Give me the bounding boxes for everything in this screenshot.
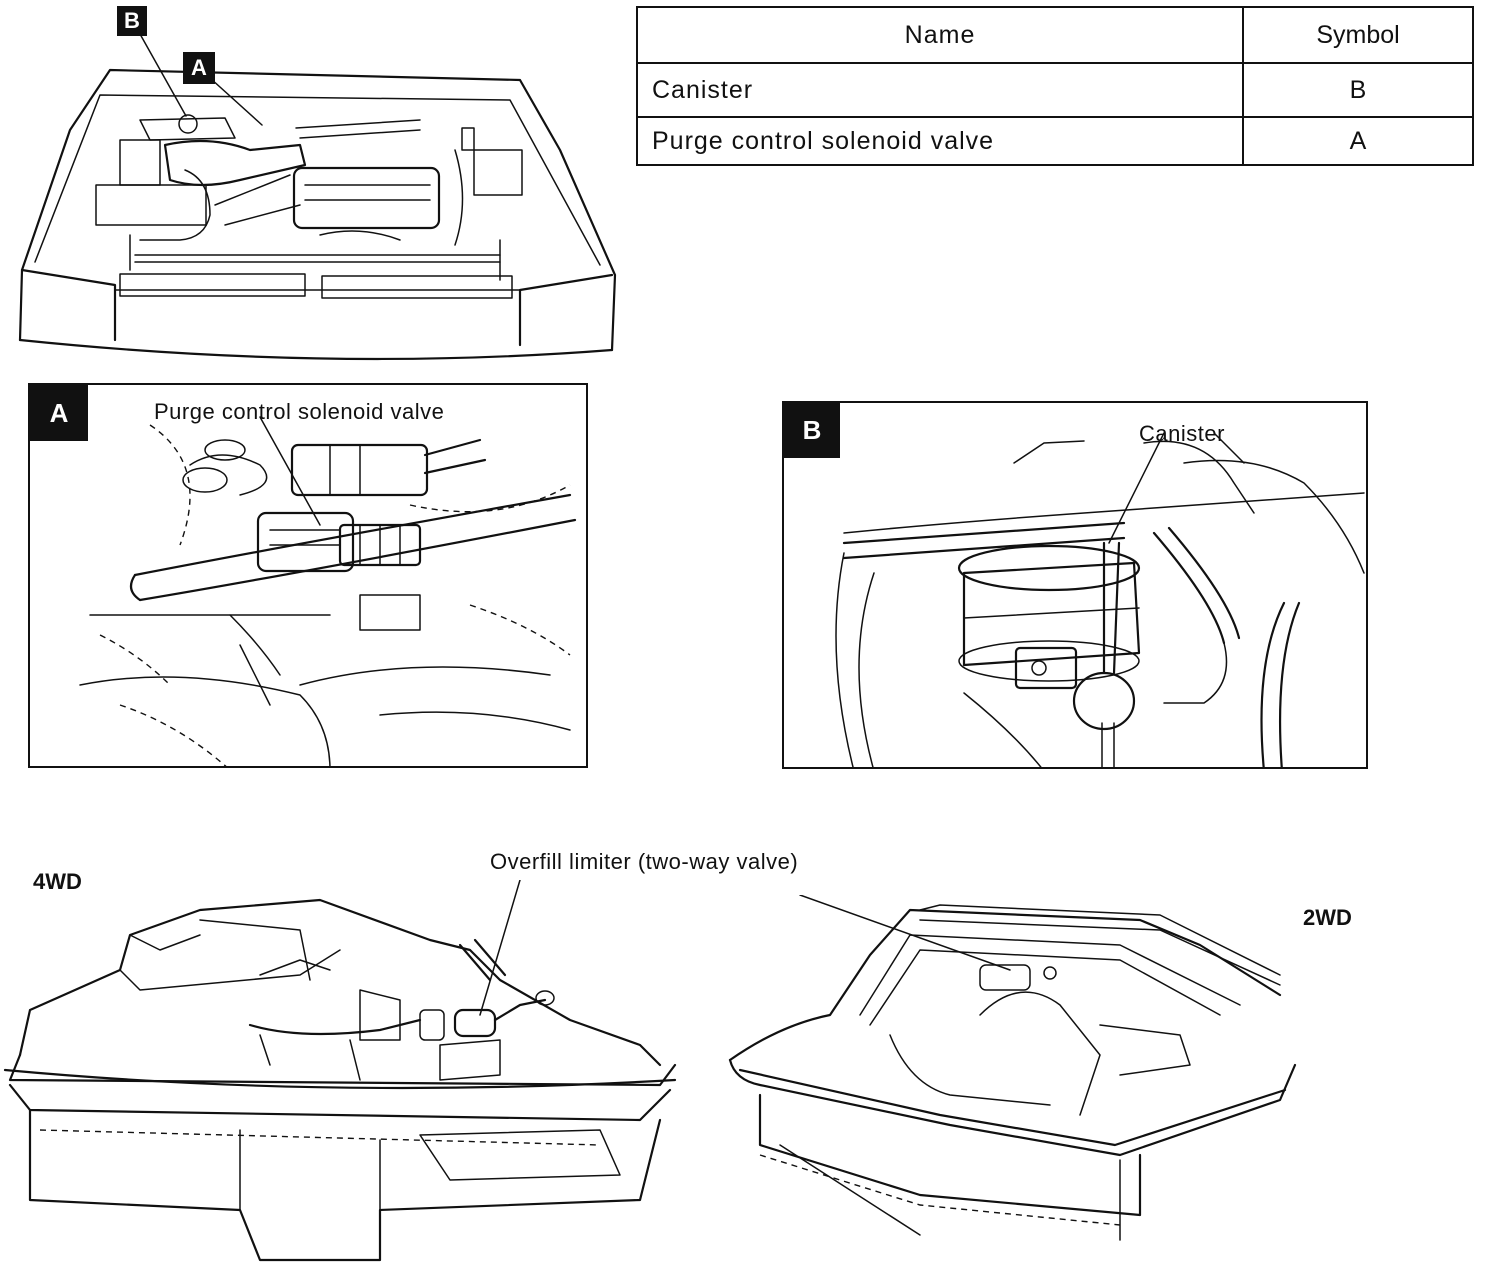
canister-callout: Canister (1139, 421, 1225, 446)
canister-illustration (835, 432, 1365, 767)
row-name: Canister (638, 64, 1244, 116)
overfill-limiter-callout: Overfill limiter (two-way valve) (490, 849, 799, 874)
overview-tag-b: B (117, 6, 147, 36)
panel-a-tag: A (30, 385, 88, 441)
legend-table: Name Symbol Canister B Purge control sol… (636, 6, 1474, 166)
overview-tag-a: A (183, 52, 215, 84)
row-symbol: B (1349, 75, 1367, 104)
purge-valve-callout: Purge control solenoid valve (154, 399, 445, 424)
header-symbol: Symbol (1316, 20, 1400, 49)
table-row: Purge control solenoid valve A (638, 118, 1472, 164)
table-row: Canister B (638, 64, 1472, 118)
fuel-tank-4wd (3, 880, 677, 1262)
detail-panel-a: A Purge control solenoid valve (28, 383, 588, 768)
header-name: Name (638, 8, 1244, 62)
panel-b-tag: B (784, 403, 840, 458)
tank-4wd-label: 4WD (33, 869, 82, 894)
detail-panel-b: B Canister (782, 401, 1368, 769)
tank-2wd-label: 2WD (1303, 905, 1352, 930)
fuel-tank-2wd (728, 895, 1297, 1241)
table-header-row: Name Symbol (638, 8, 1472, 64)
row-symbol: A (1349, 126, 1367, 155)
engine-bay-overview (18, 33, 617, 361)
row-name: Purge control solenoid valve (638, 118, 1244, 164)
purge-valve-illustration (79, 416, 577, 766)
